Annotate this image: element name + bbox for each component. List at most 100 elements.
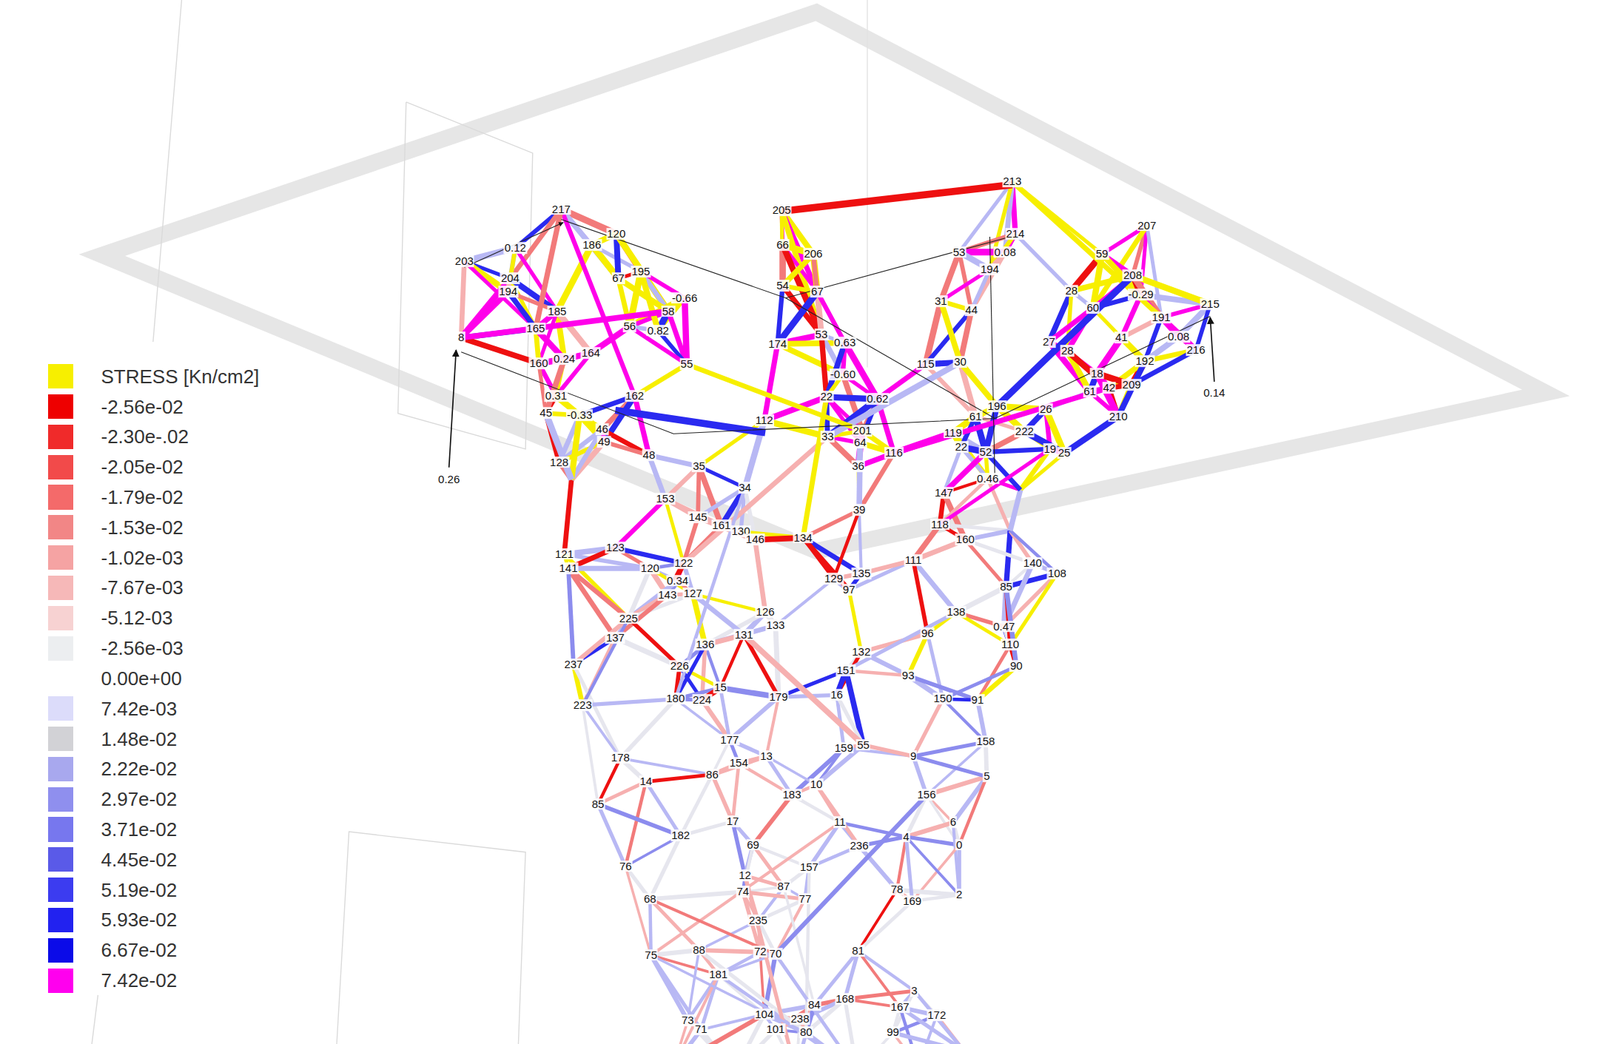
truss-member [597, 804, 681, 837]
callout-number: 0.08 [1167, 330, 1191, 343]
callout-number: 49 [597, 435, 612, 448]
truss-member [720, 688, 729, 741]
callout-number: 154 [728, 757, 749, 769]
callout-number: 128 [549, 456, 570, 469]
callout-number: 168 [834, 993, 855, 1005]
callout-number: 160 [955, 534, 976, 547]
force-line [785, 298, 996, 419]
callout-number: 96 [920, 627, 935, 640]
callout-number: 116 [884, 446, 904, 459]
callout-number: 5 [982, 770, 991, 783]
truss-member [614, 409, 766, 433]
callout-number: 123 [605, 542, 626, 555]
legend-text: 5.19e-02 [101, 880, 178, 900]
force-line [560, 219, 1011, 299]
callout-number: 0.47 [992, 620, 1016, 633]
truss-member [896, 890, 960, 896]
truss-member [905, 837, 912, 902]
truss-member [649, 836, 681, 900]
callout-number: 12 [737, 869, 752, 882]
callout-number: 53 [814, 328, 829, 341]
callout-number: 30 [953, 356, 968, 369]
callout-number: 4 [902, 831, 910, 843]
callout-number: 85 [591, 798, 606, 811]
legend-text: 5.93e-02 [101, 910, 178, 930]
truss-member [651, 822, 840, 956]
force-line [461, 316, 1210, 435]
callout-number: 85 [999, 580, 1014, 593]
truss-member [683, 436, 828, 564]
force-line [464, 222, 564, 268]
callout-number: 174 [767, 338, 788, 351]
truss-member [837, 694, 864, 746]
callout-number: 192 [1135, 355, 1156, 368]
truss-member [777, 291, 818, 344]
truss-member [560, 209, 635, 396]
truss-member [568, 568, 615, 638]
truss-member [956, 845, 961, 896]
callout-number: 161 [711, 519, 732, 532]
callout-number: 0.12 [503, 241, 527, 254]
callout-number: 150 [933, 693, 954, 706]
callout-number: 194 [498, 285, 519, 298]
callout-number: 210 [1108, 410, 1129, 423]
callout-number: 147 [933, 486, 954, 499]
legend-text: 7.42e-03 [101, 699, 178, 719]
callout-number: 222 [1014, 425, 1035, 438]
legend-swatch [48, 636, 74, 661]
truss-member [913, 560, 928, 634]
callout-number: 196 [987, 400, 1008, 413]
legend-text: STRESS [Kn/cm2] [101, 367, 260, 387]
callout-number: 126 [755, 606, 776, 618]
legend-swatch [48, 757, 74, 782]
callout-number: 45 [538, 407, 553, 420]
truss-member [814, 950, 858, 1005]
truss-member [953, 822, 960, 896]
callout-number: 67 [611, 273, 626, 285]
guide-line [398, 102, 533, 450]
callout-number: 217 [551, 203, 572, 216]
callout-number: 204 [500, 273, 521, 285]
truss-member [698, 950, 761, 953]
guide-line [336, 831, 526, 1044]
truss-member [568, 566, 650, 572]
callout-number: 122 [673, 557, 694, 570]
guide-line [91, 995, 98, 1044]
callout-number: 153 [654, 492, 675, 505]
truss-member [862, 745, 914, 757]
callout-number: 146 [745, 534, 766, 547]
callout-number: 165 [525, 322, 546, 335]
callout-number: 86 [705, 768, 720, 781]
truss-member [711, 774, 733, 822]
truss-member [753, 794, 792, 846]
truss-member [1015, 233, 1072, 291]
truss-member [582, 705, 598, 805]
truss-member [1006, 530, 1011, 587]
truss-member [913, 990, 965, 1044]
truss-member [640, 271, 658, 331]
legend-swatch [48, 424, 74, 450]
callout-number: 182 [670, 829, 691, 842]
truss-member [987, 478, 1011, 531]
callout-number: 26 [1039, 403, 1054, 416]
callout-number: 67 [810, 285, 825, 298]
truss-member [687, 950, 699, 1021]
legend-text: 4.45e-02 [101, 850, 178, 870]
legend-text: -2.56e-03 [101, 638, 184, 658]
truss-member [1012, 182, 1162, 318]
callout-number: 17 [725, 815, 741, 828]
truss-member [625, 782, 647, 867]
callout-number: 206 [802, 247, 823, 260]
truss-member [697, 466, 699, 518]
legend-swatch [48, 877, 74, 903]
callout-number: 52 [979, 446, 994, 459]
callout-number: 209 [1121, 378, 1142, 391]
callout-number: 137 [605, 632, 626, 644]
truss-member [745, 875, 797, 1044]
callout-number: 90 [1009, 660, 1024, 672]
truss-member [649, 891, 743, 900]
truss-member [859, 510, 862, 575]
truss-member [996, 275, 1133, 407]
callout-number: 158 [975, 736, 996, 749]
